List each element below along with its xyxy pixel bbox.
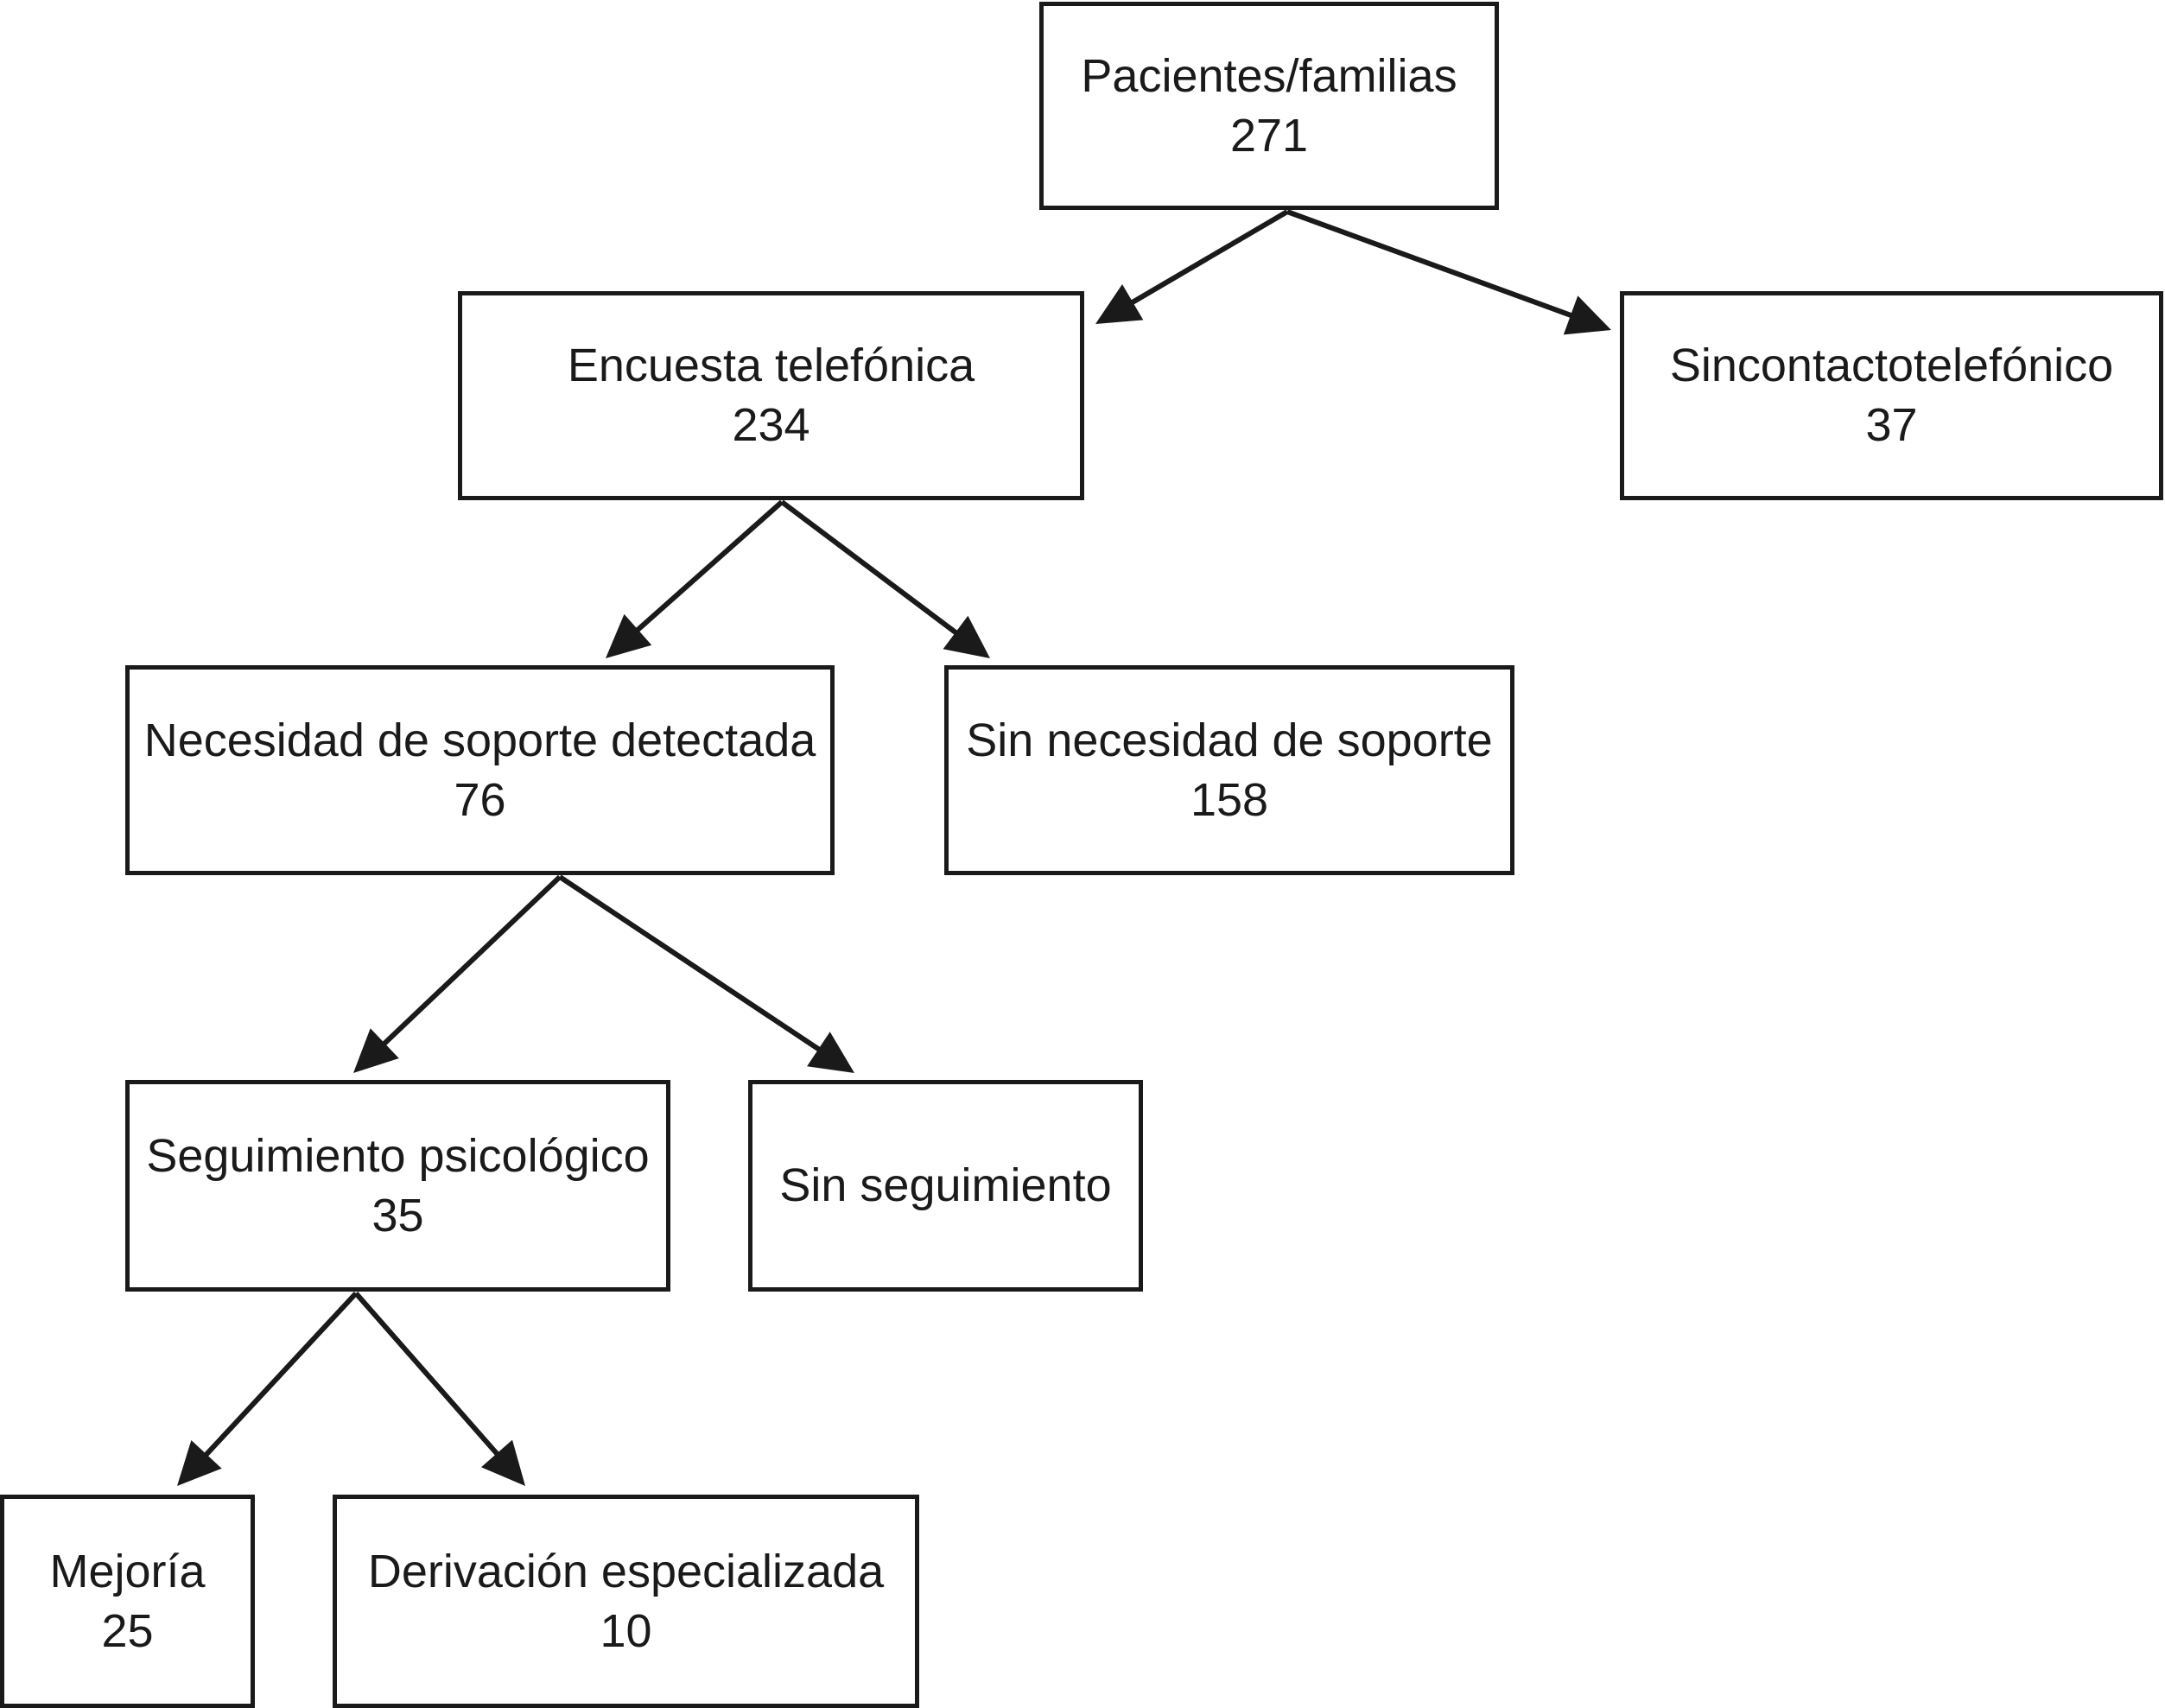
- node-count: 158: [1190, 773, 1269, 826]
- node-label: Sin necesidad de soporte: [966, 714, 1493, 766]
- node-seguimiento-psicologico: Seguimiento psicológico 35: [125, 1080, 670, 1292]
- node-count: 234: [732, 399, 810, 451]
- node-count: 271: [1229, 109, 1309, 162]
- arrow-line-pacientes-to-sin_contacto: [1286, 209, 1573, 319]
- node-sin-necesidad-soporte: Sin necesidad de soporte 158: [944, 665, 1514, 875]
- arrow-line-necesidad-to-sin_seguimiento: [558, 874, 822, 1052]
- arrowhead-pacientes-to-sin_contacto: [1563, 295, 1611, 335]
- arrow-line-encuesta-to-necesidad: [634, 499, 784, 633]
- arrow-line-encuesta-to-sin_necesidad: [780, 499, 959, 636]
- node-necesidad-soporte: Necesidad de soporte detectada 76: [125, 665, 835, 875]
- node-label: Sin seguimiento: [779, 1159, 1112, 1211]
- node-count: 35: [371, 1189, 424, 1241]
- arrowhead-seguimiento-to-mejoria: [177, 1440, 222, 1486]
- arrowhead-necesidad-to-seguimiento: [353, 1028, 399, 1073]
- node-label: Mejoría: [49, 1545, 206, 1597]
- node-count: 37: [1865, 399, 1918, 451]
- arrow-line-seguimiento-to-derivacion: [353, 1292, 500, 1457]
- arrow-line-necesidad-to-seguimiento: [381, 874, 562, 1047]
- node-pacientes-familias: Pacientes/familias 271: [1039, 2, 1499, 210]
- arrowhead-encuesta-to-sin_necesidad: [943, 615, 990, 658]
- node-label: Sincontactotelefónico: [1669, 340, 2114, 391]
- node-sin-seguimiento: Sin seguimiento: [748, 1080, 1143, 1292]
- arrowhead-pacientes-to-encuesta: [1095, 284, 1144, 324]
- node-derivacion-especializada: Derivación especializada 10: [333, 1495, 919, 1708]
- node-label: Encuesta telefónica: [567, 340, 975, 391]
- node-label: Seguimiento psicológico: [146, 1129, 650, 1182]
- node-encuesta-telefonica: Encuesta telefónica 234: [458, 291, 1084, 500]
- arrow-line-seguimiento-to-mejoria: [203, 1291, 359, 1457]
- node-mejoria: Mejoría 25: [0, 1495, 255, 1708]
- arrowhead-encuesta-to-necesidad: [606, 613, 652, 658]
- arrowhead-seguimiento-to-derivacion: [481, 1439, 525, 1486]
- node-sin-contacto-telefonico: Sincontactotelefónico 37: [1620, 291, 2163, 500]
- node-count: 10: [600, 1604, 652, 1657]
- node-count: 25: [101, 1604, 154, 1657]
- node-count: 76: [454, 773, 506, 826]
- arrow-line-pacientes-to-encuesta: [1129, 209, 1289, 306]
- node-label: Necesidad de soporte detectada: [143, 714, 816, 766]
- arrowhead-necesidad-to-sin_seguimiento: [807, 1032, 854, 1073]
- node-label: Derivación especializada: [367, 1545, 885, 1597]
- node-label: Pacientes/familias: [1081, 49, 1457, 102]
